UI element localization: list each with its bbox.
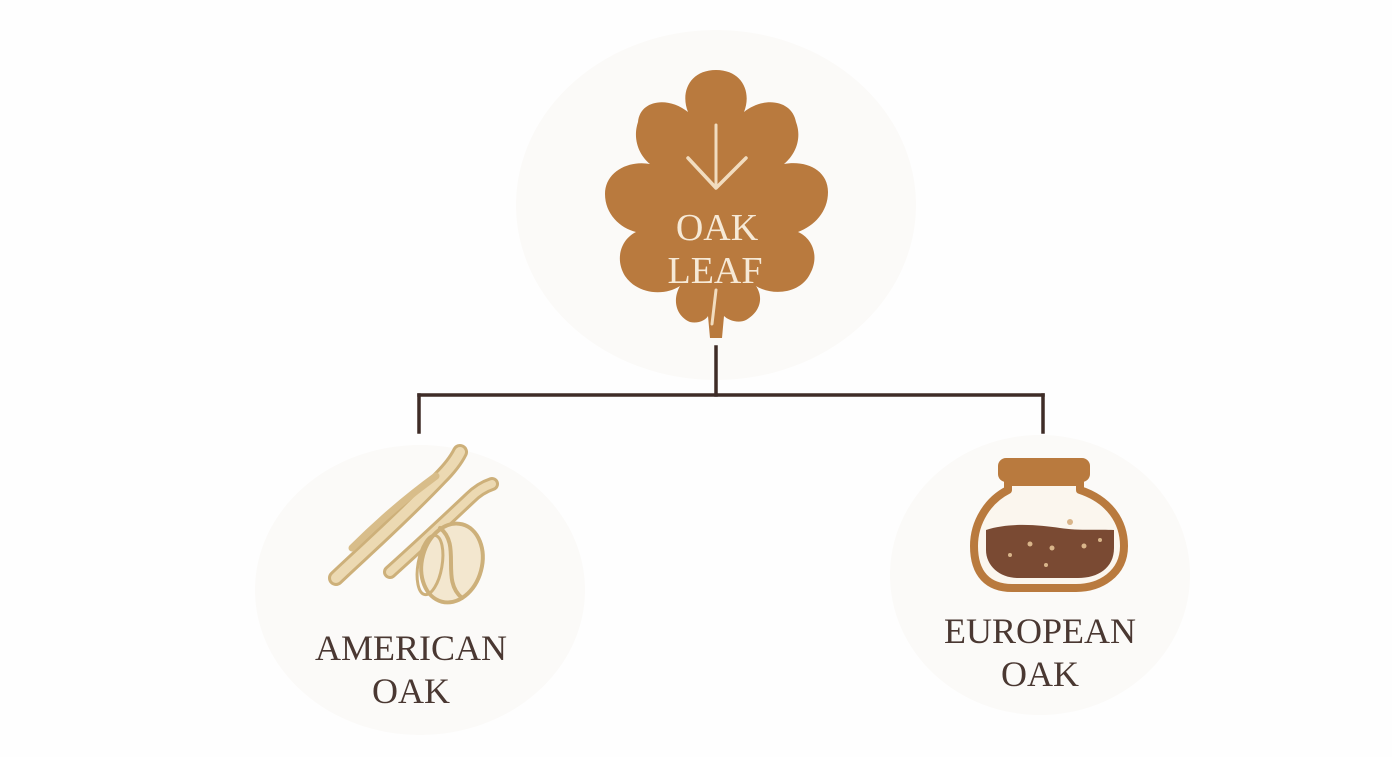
vanilla-bean-icon bbox=[328, 444, 499, 605]
american-label-line2: OAK bbox=[372, 671, 450, 711]
european-label-line1: EUROPEAN bbox=[944, 611, 1136, 651]
vanilla-pod-3 bbox=[386, 480, 496, 576]
oak-leaf-shape bbox=[605, 70, 828, 338]
american-label-line1: AMERICAN bbox=[315, 628, 507, 668]
jar-speck bbox=[1044, 563, 1048, 567]
root-label-line2: LEAF bbox=[668, 250, 763, 292]
european-label-line2: OAK bbox=[1001, 654, 1079, 694]
vanilla-pod-1 bbox=[331, 447, 465, 583]
jar-speck bbox=[1098, 538, 1102, 542]
leaf-vein-stem bbox=[710, 288, 718, 326]
spice-jar-icon bbox=[970, 458, 1128, 592]
bean-side bbox=[415, 533, 445, 597]
oak-leaf-icon: OAK LEAF bbox=[605, 70, 828, 338]
root-label-line1: OAK bbox=[676, 207, 759, 249]
jar-speck bbox=[1049, 545, 1055, 551]
jar-speck bbox=[1067, 519, 1073, 525]
jar-speck bbox=[1027, 541, 1033, 547]
jar-contents bbox=[986, 524, 1114, 578]
vanilla-pod-2 bbox=[348, 472, 440, 552]
bean-crease bbox=[438, 526, 464, 600]
leaf-vein-branches bbox=[686, 156, 748, 190]
jar-speck bbox=[1008, 553, 1012, 557]
jar-lid bbox=[998, 458, 1090, 482]
tree-connector bbox=[417, 345, 1045, 434]
jar-speck bbox=[1081, 543, 1087, 549]
